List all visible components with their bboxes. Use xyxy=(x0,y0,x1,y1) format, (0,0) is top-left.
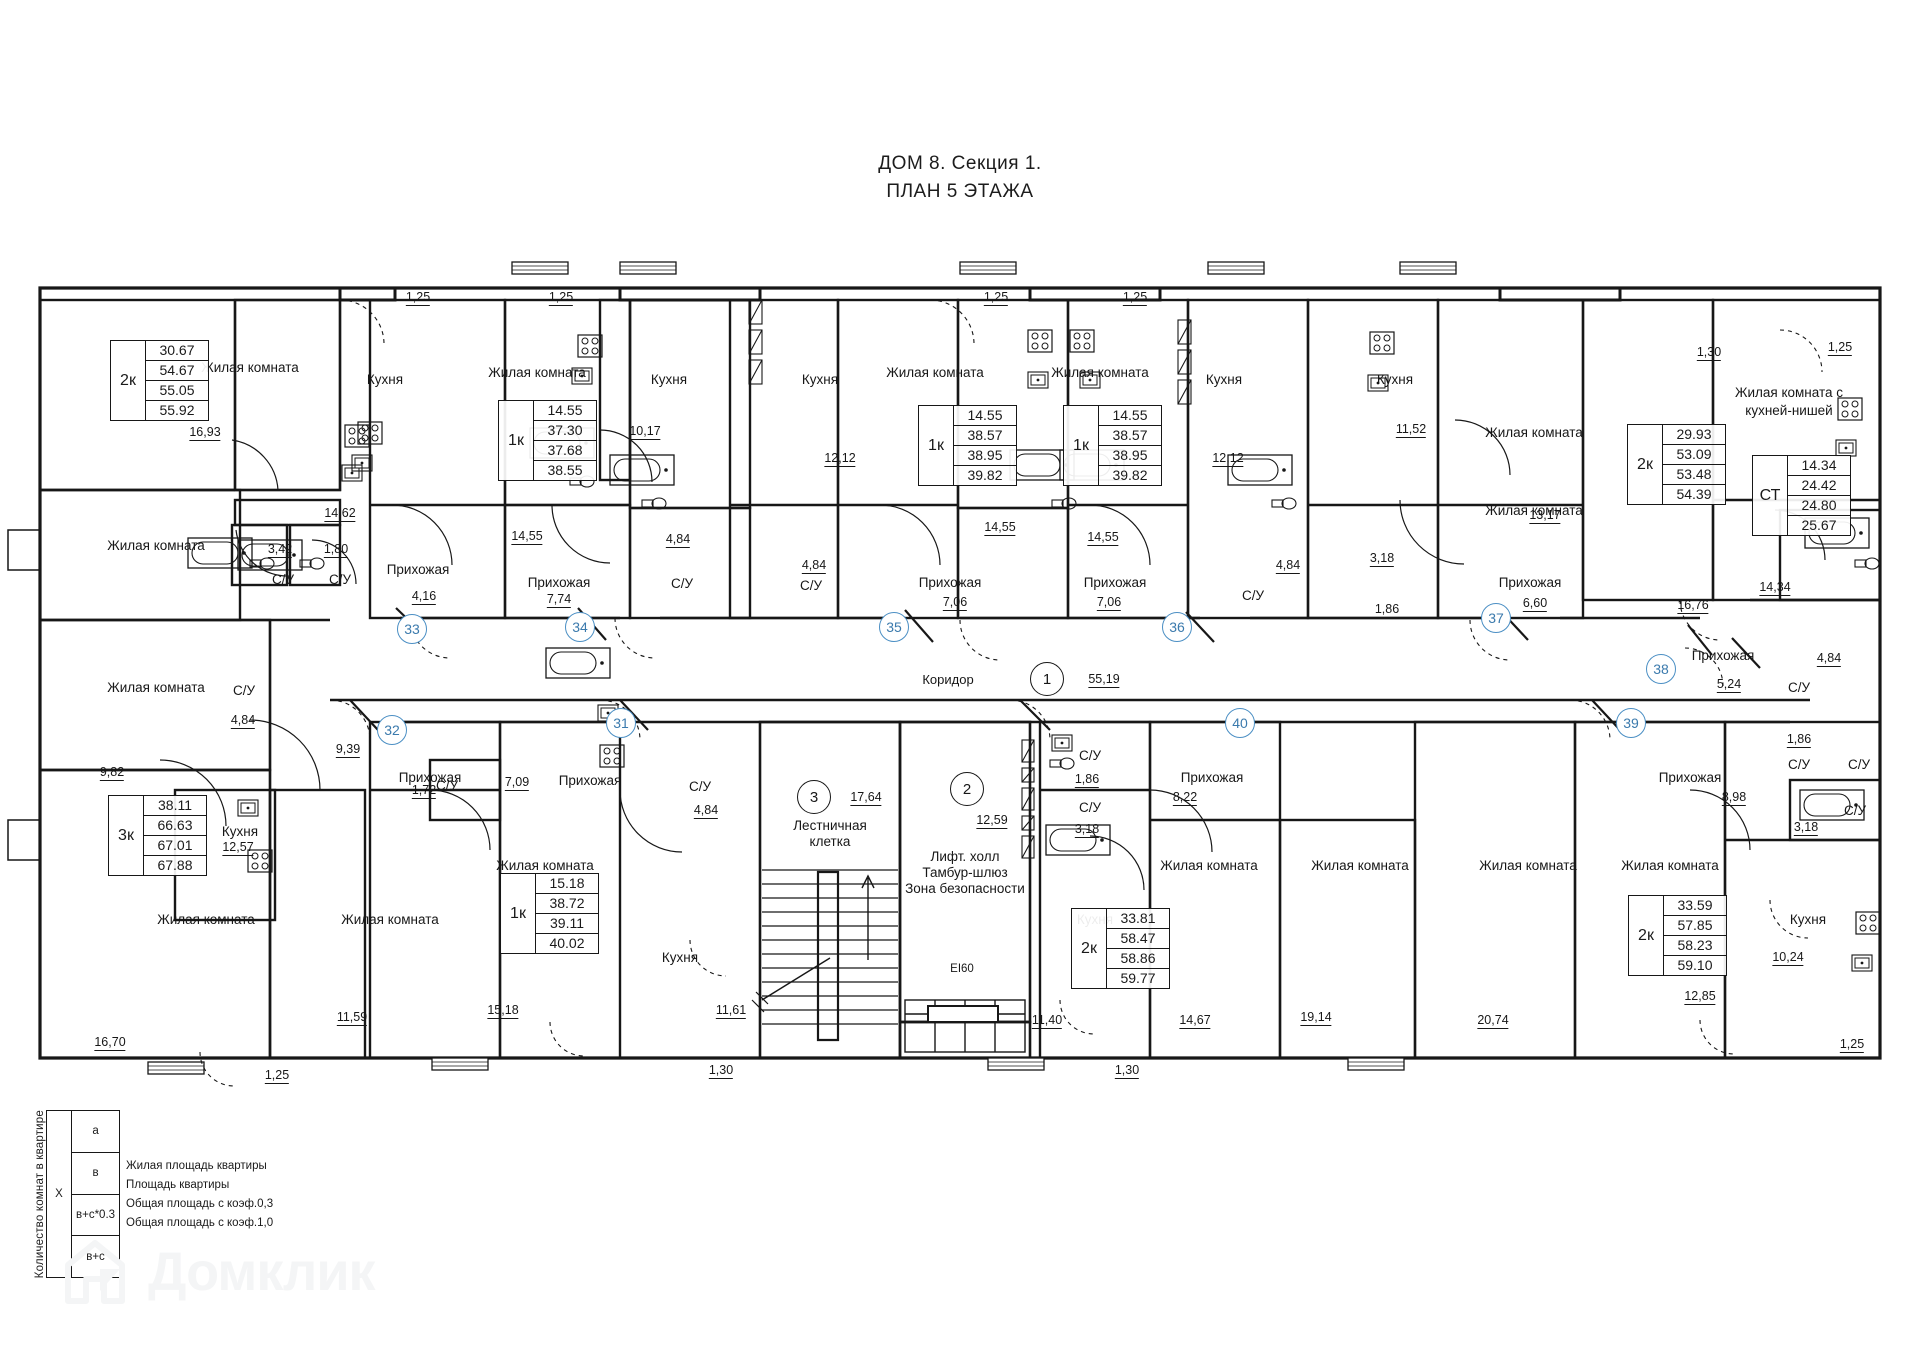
apartment-number-32[interactable]: 32 xyxy=(377,715,407,745)
legend-cell-a: a xyxy=(70,1110,121,1153)
legend-desc-b: Площадь квартиры xyxy=(126,1178,230,1191)
apartment-number-36[interactable]: 36 xyxy=(1162,612,1192,642)
legend-table: X a в в+с*0.3 в+с xyxy=(46,1109,121,1279)
legend-desc-c10: Общая площадь с коэф.1,0 xyxy=(126,1216,274,1229)
apartment-number-33[interactable]: 33 xyxy=(397,614,427,644)
legend-vertical-label: Количество комнат в квартире xyxy=(34,1110,46,1279)
apartment-number-37[interactable]: 37 xyxy=(1481,603,1511,633)
apartment-number-31[interactable]: 31 xyxy=(606,708,636,738)
legend: Количество комнат в квартире X a в в+с*0… xyxy=(30,1109,273,1279)
apartment-number-40[interactable]: 40 xyxy=(1225,708,1255,738)
legend-cell-b: в xyxy=(70,1151,121,1195)
apartment-number-35[interactable]: 35 xyxy=(879,612,909,642)
apartment-number-39[interactable]: 39 xyxy=(1616,708,1646,738)
room-number-corridor[interactable]: 1 xyxy=(1030,662,1064,696)
room-number-lift-hall[interactable]: 2 xyxy=(950,772,984,806)
legend-desc-a: Жилая площадь квартиры xyxy=(126,1159,267,1172)
legend-cell-c10: в+с xyxy=(70,1235,121,1279)
apartment-number-38[interactable]: 38 xyxy=(1646,654,1676,684)
legend-desc-c03: Общая площадь с коэф.0,3 xyxy=(126,1197,274,1210)
legend-cell-c03: в+с*0.3 xyxy=(70,1193,121,1237)
legend-descriptions: Жилая площадь квартиры Площадь квартиры … xyxy=(120,1110,273,1278)
room-number-stairwell[interactable]: 3 xyxy=(797,780,831,814)
legend-x-symbol: X xyxy=(46,1109,72,1279)
apartment-number-34[interactable]: 34 xyxy=(565,612,595,642)
